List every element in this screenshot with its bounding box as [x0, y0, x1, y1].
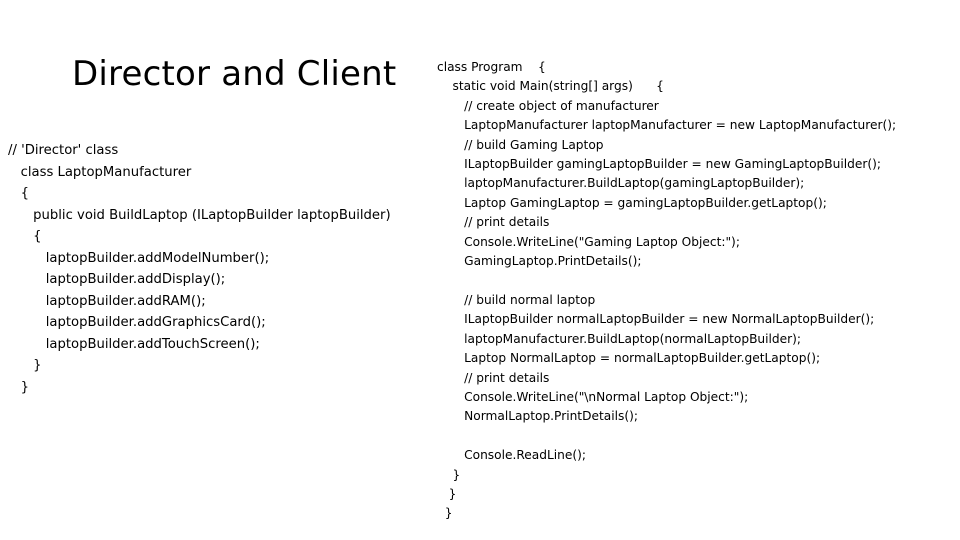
code-line: // print details	[437, 215, 550, 230]
code-line: // print details	[437, 370, 550, 385]
code-line: {	[8, 229, 42, 244]
code-line: NormalLaptop.PrintDetails();	[437, 409, 638, 424]
code-line: Console.WriteLine("\nNormal Laptop Objec…	[437, 389, 749, 404]
code-line: ILaptopBuilder normalLaptopBuilder = new…	[437, 312, 875, 327]
code-line: public void BuildLaptop (ILaptopBuilder …	[8, 207, 391, 223]
code-line: // build Gaming Laptop	[437, 137, 604, 152]
code-line: laptopManufacturer.BuildLaptop(gamingLap…	[437, 176, 805, 191]
code-line: Laptop NormalLaptop = normalLaptopBuilde…	[437, 351, 821, 366]
code-line: laptopBuilder.addDisplay();	[8, 272, 226, 287]
code-line: class Program {	[437, 60, 546, 74]
code-line: Laptop GamingLaptop = gamingLaptopBuilde…	[437, 195, 827, 210]
code-line: }	[8, 379, 29, 395]
code-line: laptopBuilder.addRAM();	[8, 293, 206, 309]
code-line: {	[8, 186, 29, 201]
code-line	[437, 271, 896, 290]
code-line: laptopManufacturer.BuildLaptop(normalLap…	[437, 331, 802, 346]
code-line: class LaptopManufacturer	[8, 164, 192, 180]
code-line: laptopBuilder.addModelNumber();	[8, 250, 270, 266]
code-line: // build normal laptop	[437, 292, 596, 307]
code-line: LaptopManufacturer laptopManufacturer = …	[437, 118, 897, 133]
code-line: }	[8, 358, 42, 373]
code-line: }	[437, 486, 457, 501]
code-line: Console.WriteLine("Gaming Laptop Object:…	[437, 234, 740, 249]
code-line: // 'Director' class	[8, 143, 119, 158]
code-line: ILaptopBuilder gamingLaptopBuilder = new…	[437, 157, 881, 172]
code-line: GamingLaptop.PrintDetails();	[437, 254, 642, 269]
code-line: laptopBuilder.addGraphicsCard();	[8, 315, 266, 330]
page-title: Director and Client	[72, 54, 397, 94]
code-line: }	[437, 506, 453, 521]
code-line: laptopBuilder.addTouchScreen();	[8, 336, 260, 352]
code-line: }	[437, 467, 461, 482]
director-class-code-block: // 'Director' class class LaptopManufact…	[8, 140, 391, 398]
code-line: Console.ReadLine();	[437, 448, 587, 463]
code-line: // create object of manufacturer	[437, 98, 659, 113]
code-line: static void Main(string[] args) {	[437, 79, 664, 94]
client-program-code-block: class Program { static void Main(string[…	[437, 58, 896, 524]
code-line	[437, 427, 896, 446]
